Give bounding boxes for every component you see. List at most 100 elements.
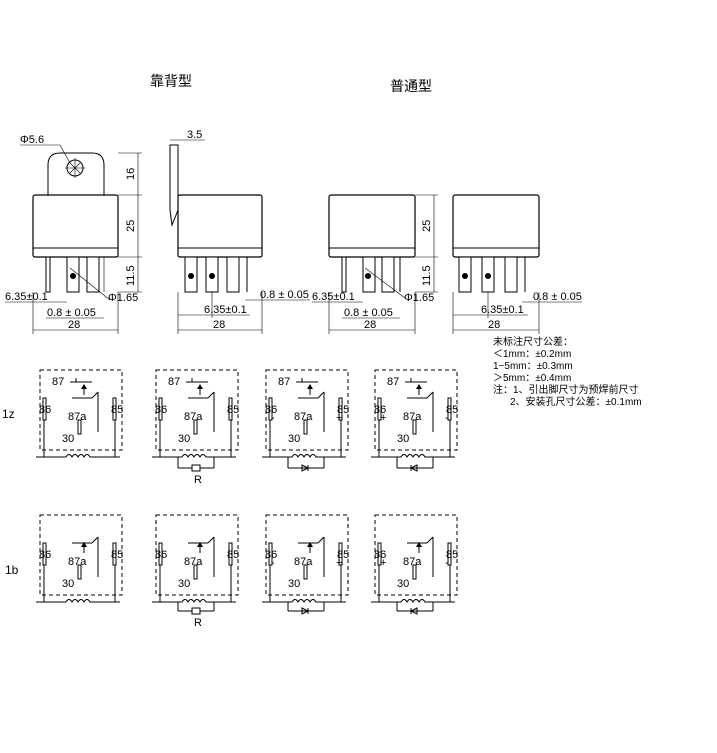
dim-pin-hole: Φ1.65 (404, 292, 434, 304)
pin-label-87a: 87a (68, 556, 87, 568)
pin-label-86: 86 (155, 549, 167, 561)
dim-total-width: 28 (488, 319, 500, 331)
pin-label-85: 85 (111, 549, 123, 561)
pin-label-87: 87 (387, 376, 399, 388)
pin-label-87: 87 (278, 376, 290, 388)
dim-height-pin: 11.5 (421, 265, 433, 286)
view-normal-side: 0.8 ± 0.05 6.35±0.1 28 (452, 194, 582, 334)
pin-label-85: 85 (111, 404, 123, 416)
diode-symbol (409, 607, 418, 615)
pin-label-85: 85 (337, 404, 349, 416)
pin-label-85: 85 (337, 549, 349, 561)
pin-label-30: 30 (397, 578, 409, 590)
diode-symbol (301, 464, 310, 472)
coil-symbol (151, 454, 237, 458)
polarity-minus: - (271, 412, 275, 424)
pin-label-87a: 87a (403, 556, 422, 568)
schematic-1z-diode-a: 87 87a 86 85 30 - + (261, 369, 349, 472)
polarity-minus: - (445, 412, 449, 424)
diode-symbol (301, 607, 310, 615)
mounting-bracket (47, 152, 105, 195)
header-back-type: 靠背型 (150, 73, 192, 89)
coil-symbol (35, 454, 121, 458)
row-label-1z: 1z (2, 407, 15, 421)
dim-pin-pitch: 6.35±0.1 (312, 291, 355, 303)
polarity-minus: - (445, 557, 449, 569)
dim-total-width: 28 (68, 319, 80, 331)
relay-body (452, 194, 540, 258)
pin-label-86: 86 (155, 404, 167, 416)
dim-pin-pitch: 6.35±0.1 (5, 291, 48, 303)
schematic-1b-resistor: 87a 86 85 30 R (151, 514, 239, 629)
schematic-1b-diode-a: 87a 86 85 30 - + (261, 514, 349, 615)
pin-label-30: 30 (62, 578, 74, 590)
view-normal-front: Φ1.65 25 11.5 6.35±0.1 0.8 ± 0.05 28 (312, 194, 438, 334)
dim-height-body: 25 (125, 220, 137, 232)
note-line: 1~5mm：±0.3mm (493, 361, 573, 372)
polarity-plus: + (336, 412, 342, 424)
pin-label-87a: 87a (68, 411, 87, 423)
dim-total-width: 28 (364, 319, 376, 331)
pin-label-87a: 87a (294, 556, 313, 568)
pin-label-86: 86 (374, 549, 386, 561)
note-line: 2、安装孔尺寸公差：±0.1mm (510, 395, 642, 408)
pin-label-87: 87 (52, 376, 64, 388)
dim-total-width: 28 (213, 319, 225, 331)
dim-pin-width: 0.8 ± 0.05 (533, 291, 582, 303)
pin-label-87a: 87a (184, 411, 203, 423)
resistor-label: R (194, 617, 202, 629)
dim-hole-diameter: Φ5.6 (20, 134, 44, 146)
pin-label-87a: 87a (294, 411, 313, 423)
polarity-plus: + (380, 557, 386, 569)
pin-label-86: 86 (39, 549, 51, 561)
header-normal-type: 普通型 (390, 78, 432, 94)
pin-label-85: 85 (227, 404, 239, 416)
dim-pin-width: 0.8 ± 0.05 (344, 307, 393, 319)
coil-symbol (370, 599, 456, 603)
resistor-symbol (191, 464, 201, 472)
dim-height-body: 25 (421, 220, 433, 232)
resistor-symbol (191, 607, 201, 615)
coil-symbol (261, 599, 347, 603)
side-bracket (169, 144, 179, 227)
note-line: ＜1mm：±0.2mm (493, 349, 571, 360)
pin-label-85: 85 (227, 549, 239, 561)
pin-label-30: 30 (288, 433, 300, 445)
dim-pin-hole: Φ1.65 (108, 292, 138, 304)
polarity-plus: + (380, 412, 386, 424)
coil-symbol (35, 599, 121, 603)
dim-bracket-thickness: 3.5 (187, 129, 202, 141)
pin-label-87: 87 (168, 376, 180, 388)
note-line: 未标注尺寸公差： (493, 335, 573, 348)
pin-label-86: 86 (265, 404, 277, 416)
pin-label-86: 86 (374, 404, 386, 416)
schematic-1b-diode-b: 87a 86 85 30 + - (370, 514, 458, 615)
pin-label-30: 30 (397, 433, 409, 445)
coil-symbol (261, 454, 347, 458)
pin-label-86: 86 (265, 549, 277, 561)
pin-label-30: 30 (288, 578, 300, 590)
tolerance-notes: 未标注尺寸公差： ＜1mm：±0.2mm 1~5mm：±0.3mm ＞5mm：±… (493, 335, 642, 408)
relay-body (177, 194, 263, 258)
coil-symbol (370, 454, 456, 458)
pin-label-87a: 87a (184, 556, 203, 568)
view-back-side: 3.5 0.8 ± 0.05 6.35±0.1 28 (169, 129, 310, 334)
pin-label-30: 30 (62, 433, 74, 445)
pin-label-30: 30 (178, 578, 190, 590)
dim-pin-width: 0.8 ± 0.05 (260, 289, 309, 301)
pin-label-30: 30 (178, 433, 190, 445)
schematic-1z-standard: 87 87a 86 85 30 (35, 369, 123, 458)
view-back-front: Φ5.6 Φ1.65 16 25 11.5 6.35±0.1 0.8 ± 0.0… (5, 134, 142, 334)
dim-height-pin: 11.5 (125, 265, 137, 286)
pin-label-86: 86 (39, 404, 51, 416)
pin-label-85: 85 (446, 549, 458, 561)
dim-pin-pitch: 6.35±0.1 (204, 304, 247, 316)
coil-symbol (151, 599, 237, 603)
note-line: 注：1、引出脚尺寸为预焊前尺寸 (493, 383, 639, 396)
dim-pin-width: 0.8 ± 0.05 (47, 307, 96, 319)
diode-symbol (409, 464, 418, 472)
polarity-plus: + (336, 557, 342, 569)
pin-label-87a: 87a (403, 411, 422, 423)
note-line: ＞5mm：±0.4mm (493, 373, 571, 384)
